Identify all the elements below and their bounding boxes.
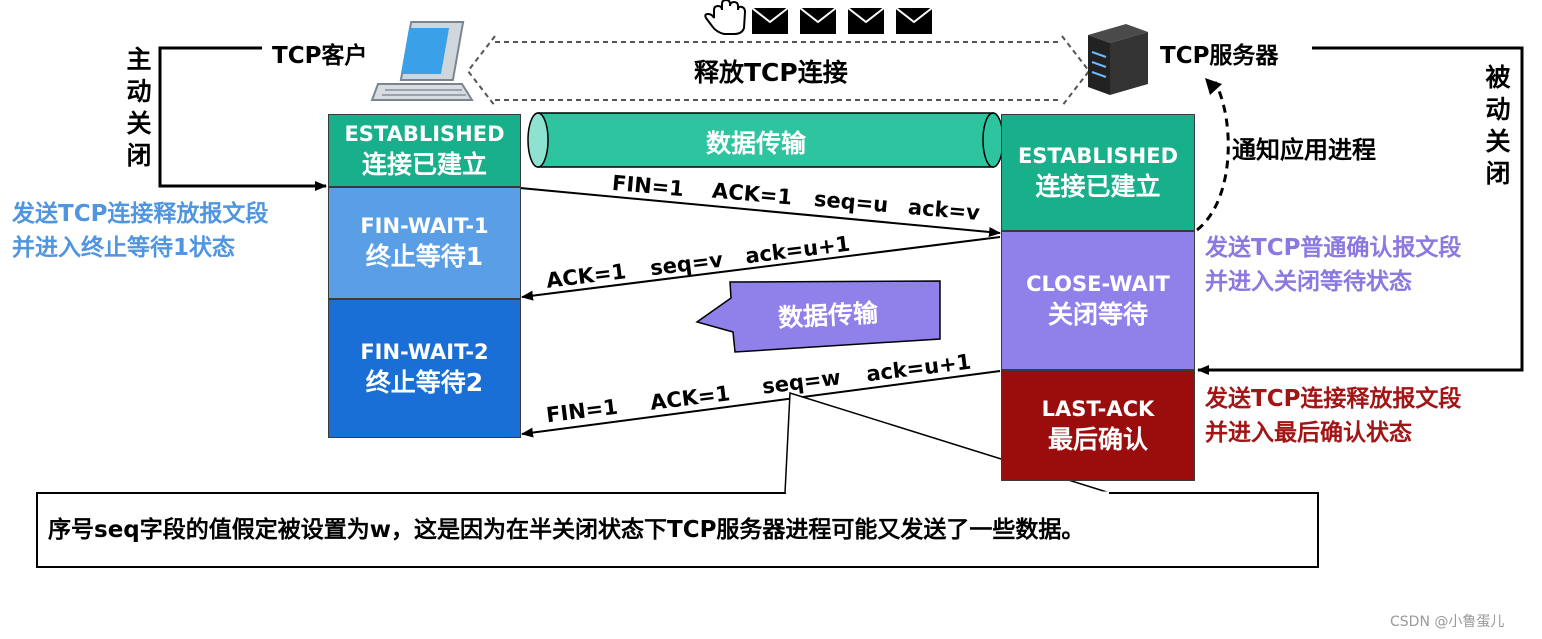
- envelope-icon: [751, 7, 789, 34]
- state-cn: 连接已建立: [1035, 171, 1161, 201]
- state-close-wait: CLOSE-WAIT 关闭等待: [1001, 231, 1195, 370]
- state-fin-wait-1: FIN-WAIT-1 终止等待1: [328, 187, 521, 299]
- callout-box: [36, 492, 1319, 568]
- server-ack-note-line2: 并进入关闭等待状态: [1205, 269, 1412, 295]
- state-last-ack: LAST-ACK 最后确认: [1001, 370, 1195, 481]
- active-close-label: 主动关闭: [126, 45, 152, 170]
- state-en: LAST-ACK: [1041, 396, 1155, 421]
- msg3-arrow: [521, 370, 1001, 438]
- state-cn: 关闭等待: [1047, 299, 1148, 329]
- state-cn: 最后确认: [1047, 424, 1148, 454]
- callout-text: 序号seq字段的值假定被设置为w，这是因为在半关闭状态下TCP服务器进程可能又发…: [48, 517, 1085, 543]
- server-fin-note-line2: 并进入最后确认状态: [1205, 420, 1412, 446]
- envelope-icon: [895, 7, 933, 34]
- laptop-icon: [370, 21, 474, 101]
- active-close-bracket: [158, 46, 327, 191]
- state-en: FIN-WAIT-2: [360, 339, 489, 364]
- state-en: ESTABLISHED: [1017, 143, 1179, 168]
- client-fin-note-line1: 发送TCP连接释放报文段: [12, 201, 269, 227]
- server-icon: [1088, 24, 1148, 95]
- envelope-icon: [847, 7, 885, 34]
- release-dashed-arrow: [466, 35, 1091, 107]
- data-transfer-cylinder: [527, 112, 1004, 168]
- data-transfer-mid-label: 数据传输: [777, 298, 879, 333]
- server-label: TCP服务器: [1160, 43, 1279, 69]
- watermark: CSDN @小鲁蛋儿: [1390, 614, 1505, 630]
- notify-app-curve: [1196, 81, 1230, 232]
- release-title: 释放TCP连接: [694, 58, 848, 87]
- state-cn: 终止等待1: [365, 242, 484, 271]
- state-cn: 终止等待2: [365, 367, 484, 397]
- state-en: ESTABLISHED: [344, 121, 505, 146]
- client-fin-note-line2: 并进入终止等待1状态: [12, 235, 236, 261]
- passive-close-bracket: [1197, 46, 1524, 375]
- data-transfer-top-label: 数据传输: [706, 129, 807, 158]
- msg2-arrow: [521, 236, 1001, 301]
- server-ack-note-line1: 发送TCP普通确认报文段: [1205, 235, 1462, 261]
- state-en: FIN-WAIT-1: [360, 214, 489, 238]
- msg1-arrow: [519, 187, 1001, 237]
- hand-icon: [704, 0, 747, 35]
- server-fin-note-line1: 发送TCP连接释放报文段: [1205, 386, 1462, 412]
- state-client-established: ESTABLISHED 连接已建立: [328, 114, 521, 187]
- client-label: TCP客户: [272, 43, 368, 69]
- state-cn: 连接已建立: [361, 149, 487, 179]
- notify-app-label: 通知应用进程: [1232, 136, 1376, 164]
- state-en: CLOSE-WAIT: [1026, 271, 1170, 296]
- data-transfer-arrow: [695, 280, 941, 353]
- state-server-established: ESTABLISHED 连接已建立: [1001, 114, 1195, 231]
- envelope-icon: [799, 7, 837, 34]
- passive-close-label: 被动关闭: [1485, 63, 1511, 188]
- state-fin-wait-2: FIN-WAIT-2 终止等待2: [328, 299, 521, 438]
